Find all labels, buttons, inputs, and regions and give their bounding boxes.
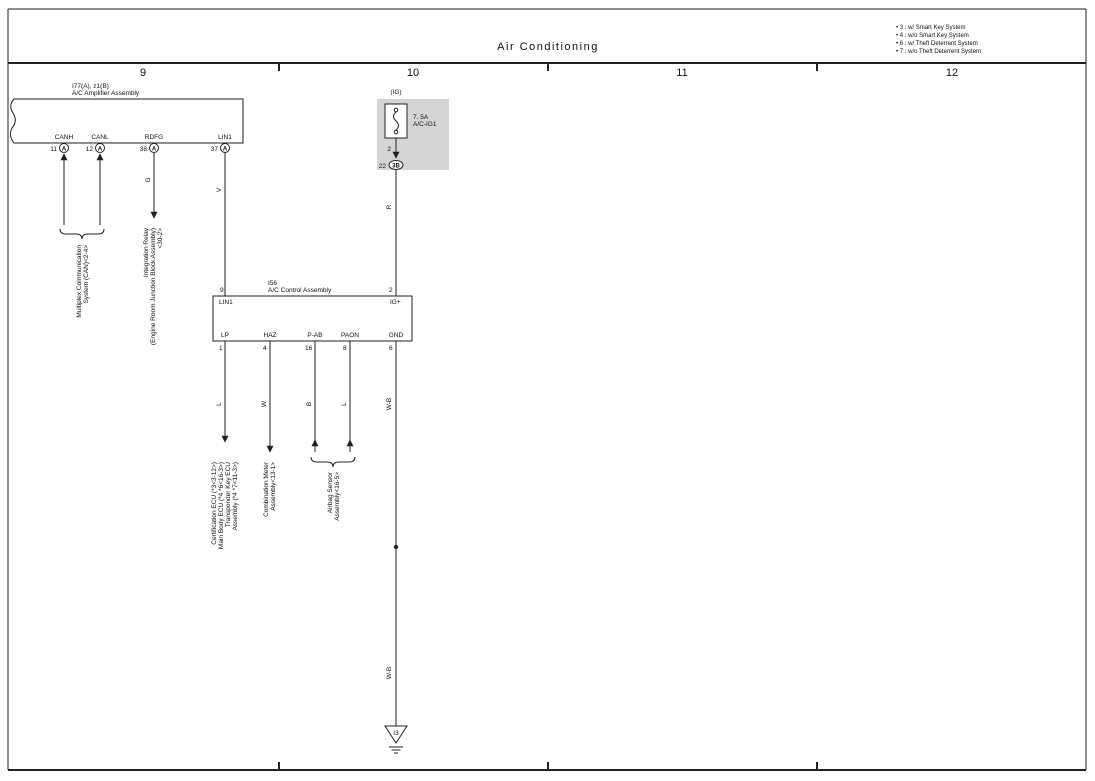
control-box	[212, 295, 413, 342]
wire-color-w-b-lower: W-B	[386, 667, 393, 680]
airbag-wires: B L Airbag Sensor Assembly<16-5>	[306, 341, 356, 521]
notes-legend: • 3 : w/ Smart Key System • 4 : w/o Smar…	[896, 25, 981, 55]
fuse-pin-top: 2	[387, 146, 391, 153]
wire-color-g: G	[145, 177, 152, 182]
control-terminal-lin1: LIN1	[219, 299, 233, 306]
lp-wire: L Certification ECU (*3<3-12>) Main Body…	[211, 341, 239, 549]
wire-color-w: W	[261, 400, 268, 407]
control-terminal-lp: LP	[221, 332, 229, 339]
haz-wire: W Combination Meter Assembly<13-1>	[261, 341, 277, 517]
amp-terminal-canl: CANL	[91, 134, 109, 141]
control-pin-4: 4	[263, 345, 267, 352]
wire-color-b: B	[306, 402, 313, 406]
connector-pin-marker	[59, 143, 69, 153]
control-pin-8: 8	[343, 345, 347, 352]
amp-pin-11: 11	[50, 146, 57, 153]
rdfg-destination-line-2: (Engine Room Junction Block Assembly)	[150, 228, 157, 345]
amp-conn-a-3: A	[152, 147, 157, 153]
ac-control-assembly: I56 A/C Control Assembly 9 2 LIN1 IG+ LP…	[212, 280, 413, 352]
wire-color-r: R	[386, 204, 393, 209]
connector-pin-marker	[220, 143, 230, 153]
airbag-destination-line-2: Assembly<16-5>	[334, 472, 341, 521]
fuse-rating: 7. 5A	[413, 114, 429, 121]
ac-amplifier-assembly: I77(A), z1(B) A/C Amplifier Assembly CAN…	[9, 83, 244, 153]
splice-point	[393, 544, 399, 550]
lp-destination-line-2: Main Body ECU (*4 *6<16-3>)	[218, 462, 225, 549]
note-4: • 7 : w/o Theft Deterrent System	[896, 49, 981, 55]
connector-pin-marker	[149, 143, 159, 153]
connector-pin-marker	[388, 160, 404, 170]
control-name: A/C Control Assembly	[268, 287, 332, 294]
amp-terminal-rdfg: RDFG	[145, 134, 163, 141]
note-2: • 4 : w/o Smart Key System	[896, 33, 969, 39]
fuse-circuit: (IG)	[390, 89, 401, 96]
airbag-brace	[310, 456, 356, 468]
lin-wire: V	[216, 153, 226, 296]
lp-destination-line-4: Assembly (*4 *7<11-3>)	[232, 462, 239, 531]
lp-destination-line-3: Transponder Key ECU	[225, 462, 232, 527]
control-pin-9: 9	[220, 287, 224, 294]
control-pin-6: 6	[389, 345, 393, 352]
note-1: • 3 : w/ Smart Key System	[896, 25, 965, 31]
can-wires: Multiplex Communication System (CAN)<2-4…	[59, 153, 105, 318]
amplifier-name: A/C Amplifier Assembly	[72, 90, 140, 97]
diagram-title: Air Conditioning	[497, 41, 599, 53]
haz-destination-line-1: Combination Meter	[263, 461, 270, 517]
amp-conn-a-2: A	[98, 147, 103, 153]
column-number-11: 11	[676, 67, 687, 79]
airbag-destination-line-1: Airbag Sensor	[327, 471, 334, 513]
ground-icon	[384, 725, 408, 744]
amp-pin-12: 12	[86, 146, 94, 153]
diagram-frame	[7, 8, 1087, 771]
lp-destination-line-1: Certification ECU (*3<3-12>)	[211, 462, 218, 545]
control-terminal-haz: HAZ	[264, 332, 277, 339]
wire-color-w-b-upper: W-B	[386, 398, 393, 411]
haz-destination-line-2: Assembly<13-1>	[270, 462, 277, 511]
can-brace	[59, 228, 105, 240]
control-terminal-ig: IG+	[390, 299, 401, 306]
control-pin-1: 1	[219, 345, 223, 352]
rdfg-destination-line-1: Integration Relay	[143, 227, 150, 277]
column-number-9: 9	[140, 67, 146, 79]
amp-conn-a-1: A	[62, 147, 67, 153]
control-terminal-gnd: GND	[389, 332, 404, 339]
fuse-connector: 3B	[392, 164, 400, 170]
ground-label: I3	[393, 730, 399, 737]
amp-pin-38: 38	[140, 146, 148, 153]
amp-pin-37: 37	[211, 146, 219, 153]
wire-color-l-paon: L	[341, 402, 348, 406]
fuse-pin-bottom: 22	[379, 163, 387, 170]
control-code: I56	[268, 280, 277, 287]
rdfg-wire: G Integration Relay (Engine Room Junctio…	[143, 153, 164, 345]
amp-terminal-lin1: LIN1	[218, 134, 232, 141]
control-pin-16: 16	[305, 345, 313, 352]
column-numbers: 9 10 11 12	[140, 67, 958, 79]
note-3: • 6 : w/ Theft Deterrent System	[896, 41, 978, 47]
column-number-12: 12	[946, 67, 958, 79]
amp-terminal-canh: CANH	[55, 134, 74, 141]
wire-color-v: V	[216, 187, 223, 192]
rdfg-destination-line-3: <30-2>	[157, 228, 164, 249]
control-terminal-p-ab: P-AB	[307, 332, 322, 339]
amplifier-code: I77(A), z1(B)	[72, 83, 109, 90]
ground-wire: W-B W-B I3	[384, 341, 408, 754]
can-destination-line-1: Multiplex Communication	[76, 245, 83, 318]
control-terminal-paon: PAON	[341, 332, 359, 339]
ig-wire: R	[386, 170, 397, 296]
can-destination-line-2: System (CAN)<2-4>	[83, 245, 90, 304]
amp-conn-a-4: A	[223, 147, 228, 153]
fuse-icon	[393, 111, 399, 131]
wire-color-l-lp: L	[216, 402, 223, 406]
column-number-10: 10	[407, 67, 419, 79]
connector-pin-marker	[95, 143, 105, 153]
fuse-name: A/C-IG1	[413, 121, 437, 128]
control-pin-2: 2	[389, 287, 393, 294]
fuse-ac-ig1: (IG) 7. 5A A/C-IG1 2 22 3B	[377, 89, 449, 170]
